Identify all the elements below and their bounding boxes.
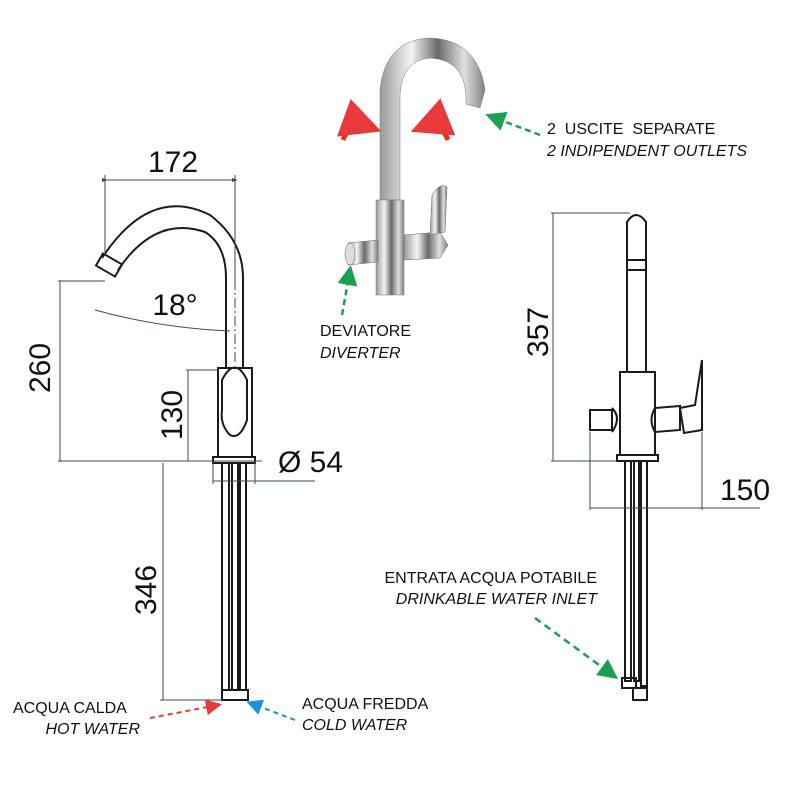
- outlets-arrow: [485, 111, 541, 137]
- cold-water-label-it: ACQUA FREDDA: [302, 696, 429, 713]
- dim-width-172: 172: [148, 146, 198, 179]
- inlet-arrow: [534, 616, 619, 679]
- front-view: [58, 175, 315, 701]
- diverter-arrow: [337, 265, 358, 316]
- cold-water-label-en: COLD WATER: [302, 717, 408, 734]
- diverter-label-en: DIVERTER: [320, 345, 401, 362]
- diverter-label-it: DEVIATORE: [320, 323, 411, 340]
- faucet-photo: [336, 37, 486, 296]
- dim-height-357: 357: [522, 307, 555, 357]
- dim-diameter-54: Ø 54: [278, 446, 343, 479]
- inlet-label-it: ENTRATA ACQUA POTABILE: [385, 570, 598, 587]
- hot-water-arrow: [149, 699, 222, 719]
- outlets-label-en: 2 INDIPENDENT OUTLETS: [546, 143, 747, 160]
- dim-angle-18: 18°: [152, 289, 197, 322]
- dim-height-260: 260: [24, 343, 57, 393]
- dim-depth-150: 150: [720, 474, 770, 507]
- cold-water-arrow: [246, 699, 296, 721]
- hot-water-label-it: ACQUA CALDA: [13, 700, 127, 717]
- inlet-label-en: DRINKABLE WATER INLET: [396, 591, 598, 608]
- side-view: [551, 212, 760, 701]
- outlets-label-it: 2 USCITE SEPARATE: [547, 121, 715, 138]
- dim-height-346: 346: [130, 565, 163, 615]
- dim-height-130: 130: [156, 390, 189, 440]
- hot-water-label-en: HOT WATER: [45, 721, 140, 738]
